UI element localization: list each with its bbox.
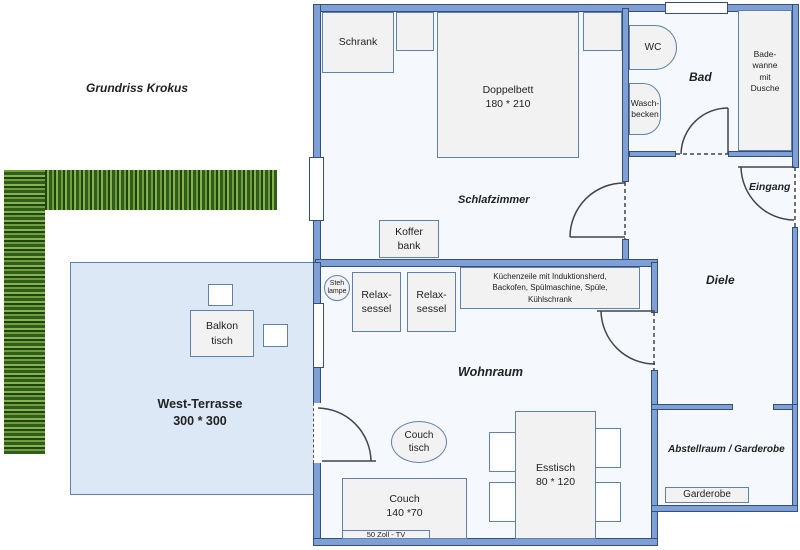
badewanne: Bade- wanne mit Dusche xyxy=(738,10,792,151)
window-schlafzimmer xyxy=(309,157,324,221)
terrace-label: West-Terrasse 300 * 300 xyxy=(130,396,270,430)
window-wohnraum xyxy=(313,303,324,368)
room-label-eingang: Eingang xyxy=(749,181,791,193)
balkon-tisch: Balkon tisch xyxy=(190,310,254,357)
relaxsessel: Relax- sessel xyxy=(352,272,401,332)
dining-chair xyxy=(594,482,621,522)
wall xyxy=(622,8,629,182)
wall xyxy=(651,404,733,410)
relaxsessel: Relax- sessel xyxy=(407,272,456,332)
plan-title: Grundriss Krokus xyxy=(86,81,189,95)
door-opening xyxy=(313,403,321,463)
door-eingang xyxy=(738,166,795,221)
dining-chair xyxy=(489,432,516,472)
hedge-left xyxy=(4,170,45,454)
wc: WC xyxy=(629,25,677,70)
room-label-wohnraum: Wohnraum xyxy=(458,365,524,379)
door-schlafzimmer xyxy=(569,182,626,238)
couchtisch: Couch tisch xyxy=(391,421,447,463)
room-label-abstellraum: Abstellraum / Garderobe xyxy=(668,444,785,455)
door-bad xyxy=(680,107,729,155)
room-label-bad: Bad xyxy=(689,70,712,84)
doppelbett: Doppelbett 180 * 210 xyxy=(437,12,579,158)
waschbecken: Wasch- becken xyxy=(629,83,661,135)
stehlampe: Steh lampe xyxy=(324,275,350,301)
room-label-schlafzimmer: Schlafzimmer xyxy=(458,194,530,206)
wall xyxy=(651,505,798,512)
wall xyxy=(313,538,658,546)
hedge-top xyxy=(4,170,277,210)
dining-chair xyxy=(489,482,516,522)
garderobe: Garderobe xyxy=(665,487,749,503)
door-terrasse xyxy=(317,407,376,462)
kuechenzeile: Küchenzeile mit Induktionsherd, Backofen… xyxy=(460,267,640,309)
window-bad xyxy=(665,2,728,14)
dining-chair xyxy=(594,428,621,468)
terrace-size: 300 * 300 xyxy=(173,414,227,428)
door-wohnraum-diele xyxy=(597,310,656,365)
nightstand xyxy=(583,12,622,51)
room-label-diele: Diele xyxy=(706,273,735,287)
terrace-name: West-Terrasse xyxy=(157,397,243,411)
schrank: Schrank xyxy=(322,12,394,73)
couch: Couch 140 *70 xyxy=(342,478,467,539)
tv: 50 Zoll - TV xyxy=(342,530,430,539)
nightstand xyxy=(396,12,434,51)
kofferbank: Koffer bank xyxy=(379,220,439,258)
balkon-chair xyxy=(263,324,288,347)
esstisch: Esstisch 80 * 120 xyxy=(515,411,596,539)
balkon-chair xyxy=(208,284,233,306)
wall xyxy=(629,151,676,157)
